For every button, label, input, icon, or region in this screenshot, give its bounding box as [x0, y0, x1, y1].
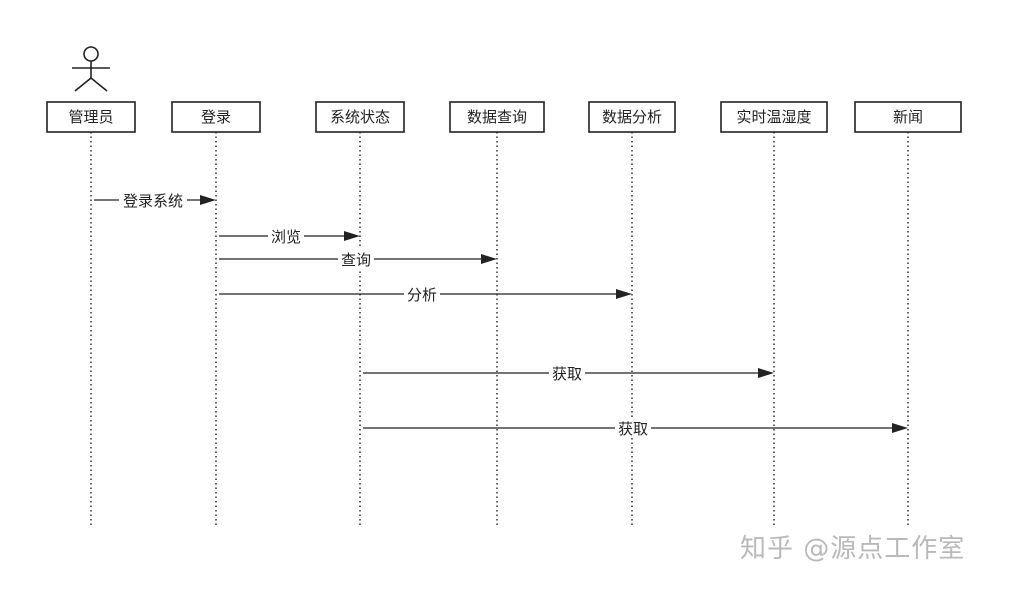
- message-label: 获取: [552, 365, 582, 383]
- participant-box: [854, 101, 962, 133]
- message-arrow: 查询: [219, 249, 497, 269]
- participant-admin: 管理员: [46, 101, 136, 133]
- message-label-bg: [404, 284, 440, 304]
- participant-label: 管理员: [68, 108, 113, 126]
- arrowhead-icon: [892, 423, 908, 433]
- participant-status: 系统状态: [315, 101, 405, 133]
- participant-box: [315, 101, 405, 133]
- participant-box: [46, 101, 136, 133]
- actor-icon: [72, 46, 110, 92]
- message-arrow: 获取: [363, 418, 908, 438]
- message-arrow: 分析: [219, 284, 632, 304]
- participant-box: [720, 101, 828, 133]
- participant-news: 新闻: [854, 101, 962, 133]
- participant-box: [449, 101, 545, 133]
- participant-analysis: 数据分析: [588, 101, 676, 133]
- message-label: 登录系统: [123, 192, 183, 210]
- participant-temp: 实时温湿度: [720, 101, 828, 133]
- participant-label: 新闻: [893, 108, 923, 126]
- watermark-text: 知乎 @源点工作室: [740, 534, 966, 564]
- message-arrow: 获取: [363, 363, 774, 383]
- participant-label: 实时温湿度: [736, 108, 811, 126]
- message-label-bg: [615, 418, 651, 438]
- message-label: 查询: [341, 251, 371, 269]
- message-arrow: 登录系统: [94, 190, 216, 210]
- message-label-bg: [119, 190, 187, 210]
- participant-box: [171, 101, 261, 133]
- participant-label: 系统状态: [330, 108, 390, 126]
- message-label: 浏览: [271, 228, 301, 246]
- message-label: 获取: [618, 420, 648, 438]
- participant-box: [588, 101, 676, 133]
- participant-label: 数据查询: [467, 108, 527, 126]
- arrowhead-icon: [344, 231, 360, 241]
- message-label-bg: [549, 363, 585, 383]
- arrowhead-icon: [481, 254, 497, 264]
- message-label-bg: [338, 249, 374, 269]
- message-label: 分析: [407, 286, 437, 304]
- participant-label: 登录: [201, 108, 231, 126]
- arrowhead-icon: [758, 368, 774, 378]
- arrowhead-icon: [616, 289, 632, 299]
- arrowhead-icon: [200, 195, 216, 205]
- message-label-bg: [268, 226, 304, 246]
- participant-login: 登录: [171, 101, 261, 133]
- participant-label: 数据分析: [602, 108, 662, 126]
- message-arrow: 浏览: [219, 226, 360, 246]
- participant-query: 数据查询: [449, 101, 545, 133]
